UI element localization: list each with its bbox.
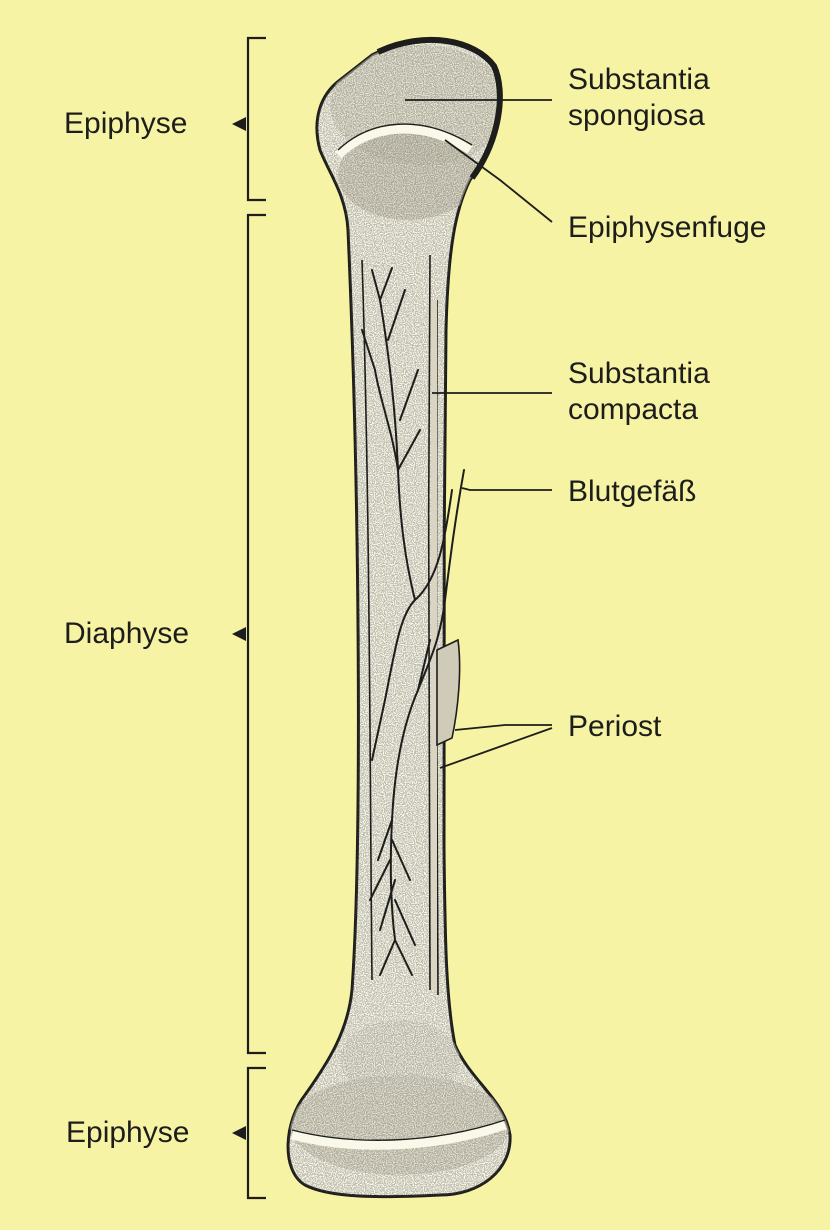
articular-cartilage — [376, 37, 503, 180]
leader-periost-2 — [439, 727, 553, 769]
leader-epiphysenfuge — [444, 139, 553, 223]
label-diaphyse: Diaphyse — [64, 617, 190, 650]
bracket-epiphyse-bottom — [246, 1066, 266, 1200]
bracket-epiphyse-top — [246, 36, 266, 202]
blood-vessels — [361, 267, 465, 976]
label-substantia-spongiosa-line2: spongiosa — [568, 99, 705, 132]
spongiosa-shading — [288, 39, 511, 1197]
arrow-epiphyse-top — [232, 117, 246, 131]
periost-flap — [436, 638, 461, 747]
growth-plate-top — [334, 124, 473, 159]
label-epiphysenfuge: Epiphysenfuge — [568, 211, 767, 244]
compacta-stipple — [431, 300, 437, 990]
arrow-diaphyse — [232, 627, 246, 641]
arrow-epiphyse-bottom — [232, 1126, 246, 1140]
leader-blutgefaess — [461, 487, 552, 491]
label-substantia-spongiosa-line1: Substantia — [568, 63, 710, 96]
label-epiphyse-top: Epiphyse — [64, 107, 188, 140]
label-substantia-compacta-line1: Substantia — [568, 357, 710, 390]
growth-plate-bottom — [290, 1120, 507, 1150]
brackets — [246, 36, 266, 1200]
label-blutgefaess: Blutgefäß — [568, 475, 697, 508]
leader-lines — [405, 99, 553, 769]
bracket-arrows — [232, 117, 246, 1140]
label-epiphyse-bottom: Epiphyse — [66, 1116, 190, 1149]
label-substantia-compacta-line2: compacta — [568, 393, 699, 426]
bracket-diaphyse — [246, 213, 266, 1055]
leader-periost-1 — [454, 724, 552, 731]
label-periost: Periost — [568, 710, 662, 743]
